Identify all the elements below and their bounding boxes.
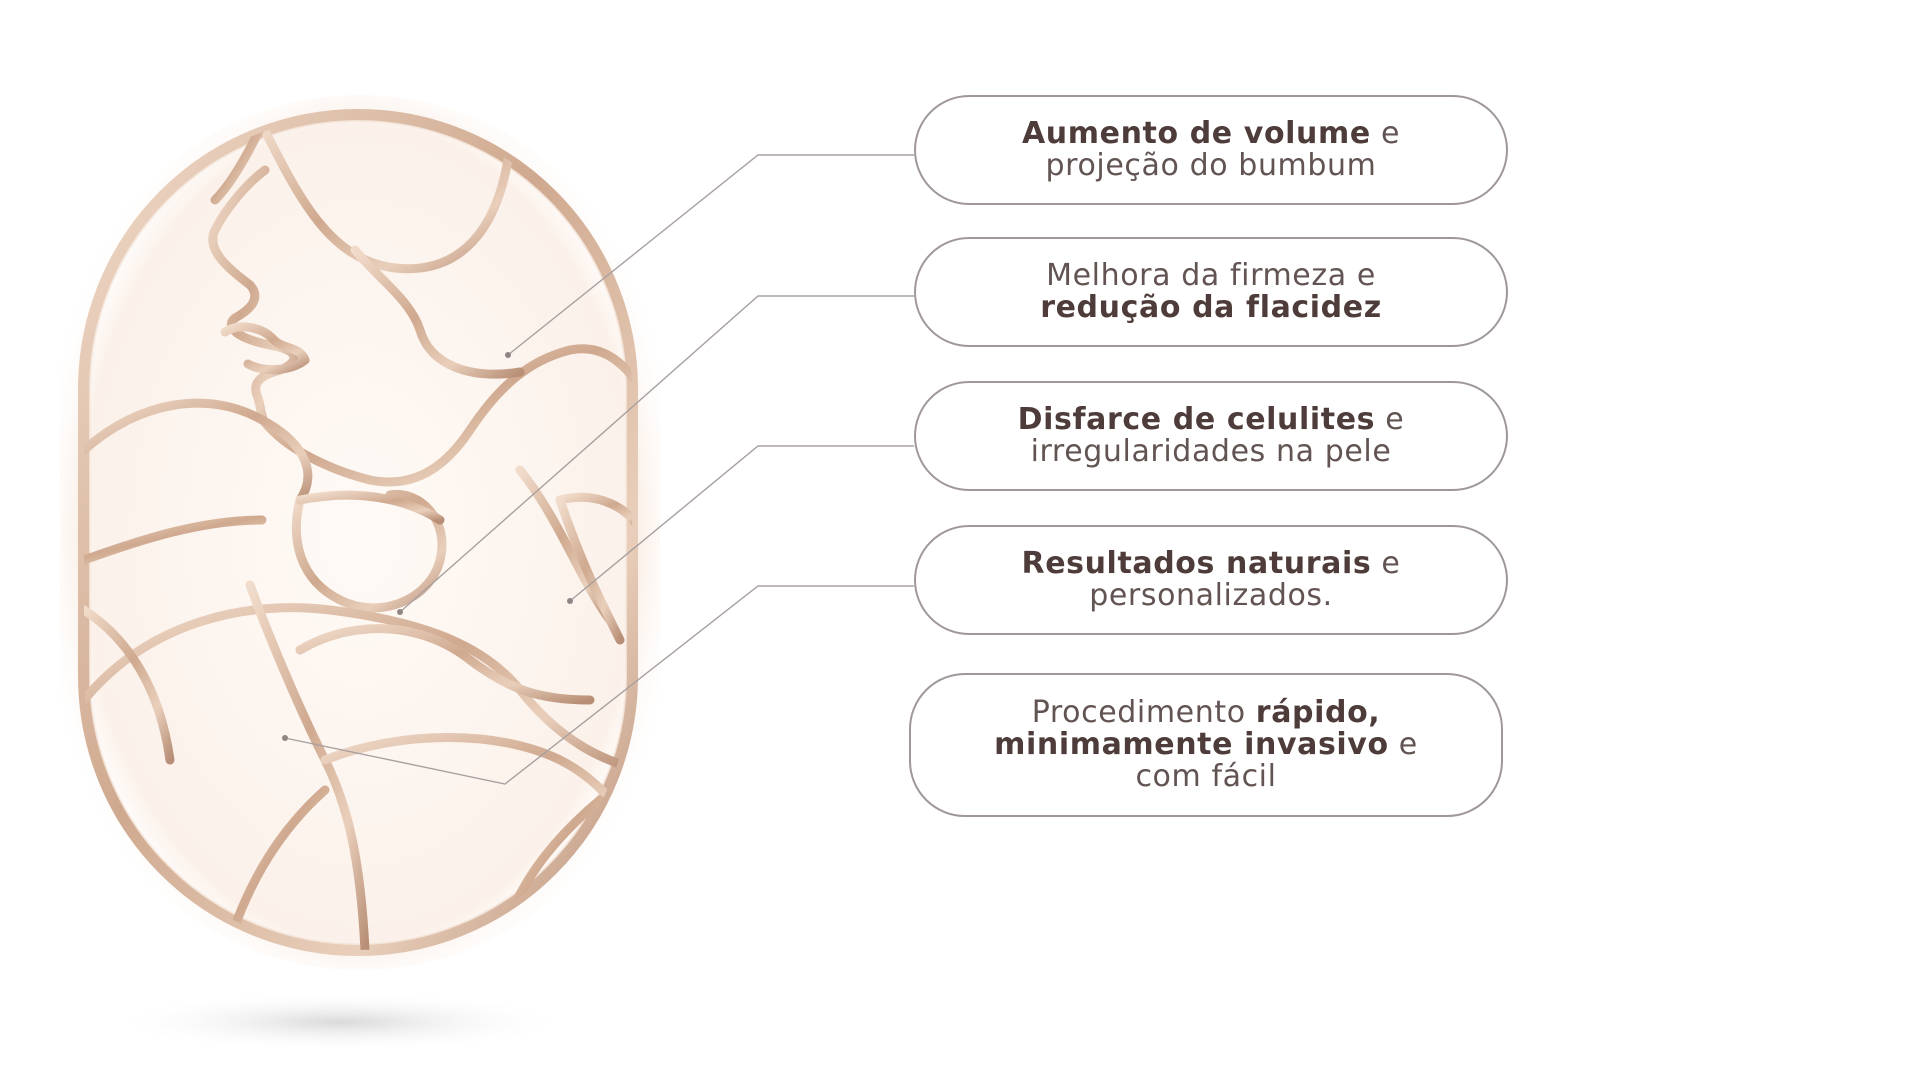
connector-lines [284, 154, 914, 785]
benefit-text: e [1388, 727, 1418, 762]
benefit-text: irregularidades na pele [1030, 434, 1392, 469]
benefit-line: redução da flacidez [1040, 292, 1382, 324]
benefit-pill-volume: Aumento de volume e projeção do bumbum [914, 95, 1508, 205]
benefit-line: Procedimento rápido, [1032, 697, 1381, 729]
benefit-bold-text: Disfarce de celulites [1017, 402, 1376, 437]
benefit-text: e [1370, 116, 1401, 151]
benefit-text: personalizados. [1089, 578, 1333, 613]
benefit-line: minimamente invasivo e [994, 729, 1418, 761]
floor-shadow [110, 992, 570, 1052]
benefit-bold-text: Aumento de volume [1021, 116, 1371, 151]
silhouette-lines [84, 120, 632, 950]
benefit-bold-text: minimamente invasivo [994, 727, 1389, 762]
benefit-line: Disfarce de celulites e [1018, 404, 1405, 436]
benefit-pill-resultados: Resultados naturais e personalizados. [914, 525, 1508, 635]
benefit-pill-celulites: Disfarce de celulites e irregularidades … [914, 381, 1508, 491]
benefit-text: projeção do bumbum [1045, 148, 1377, 183]
frame-glow [60, 95, 660, 970]
benefit-text: e [1371, 546, 1401, 581]
benefit-bold-text: redução da flacidez [1040, 290, 1382, 325]
connector-dots [282, 352, 573, 741]
oval-frame [78, 109, 638, 956]
benefit-pill-firmeza: Melhora da firmeza e redução da flacidez [914, 237, 1508, 347]
benefit-text: Melhora da firmeza e [1046, 258, 1376, 293]
benefit-text: Procedimento [1031, 695, 1256, 730]
benefit-text: e [1375, 402, 1405, 437]
benefit-bold-text: rápido, [1255, 695, 1381, 730]
benefit-line: Aumento de volume e [1022, 118, 1400, 150]
benefit-bold-text: Resultados naturais [1021, 546, 1372, 581]
benefit-line: Resultados naturais e [1022, 548, 1401, 580]
benefit-pill-procedimento: Procedimento rápido, minimamente invasiv… [909, 673, 1503, 817]
benefit-text: com fácil [1135, 759, 1277, 794]
